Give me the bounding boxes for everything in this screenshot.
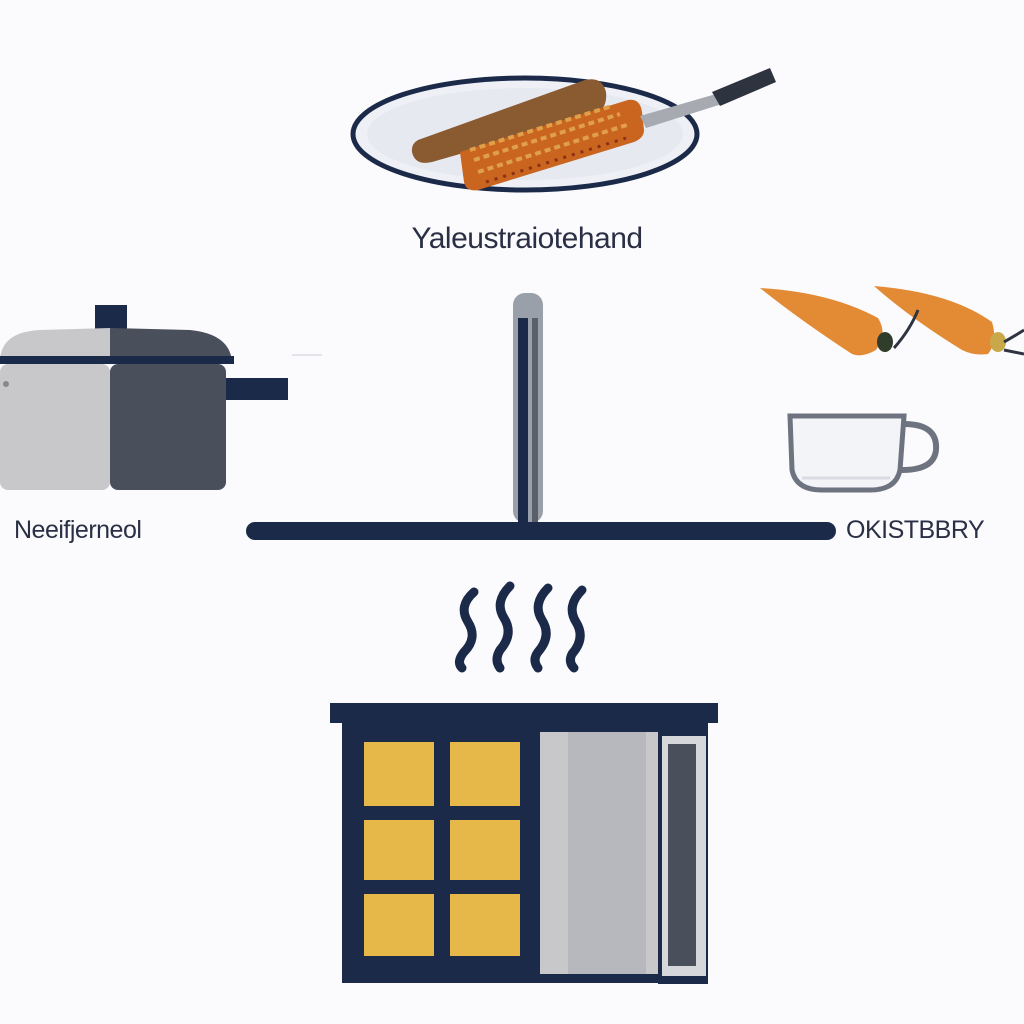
top-label: Yaleustraiotehand: [411, 222, 643, 255]
cooking-pot-icon: [0, 305, 288, 490]
cup-icon: [787, 413, 940, 493]
plate-with-food-and-knife-icon: [350, 68, 776, 193]
kitchen-cabinet-icon: [330, 703, 718, 984]
right-label: OKISTBBRY: [846, 516, 985, 544]
horizontal-bar: [246, 522, 836, 540]
carrots-icon: [760, 286, 1024, 356]
steam-icon: [454, 581, 587, 673]
left-label: Neeifjerneol: [14, 516, 142, 544]
vertical-pole-icon: [513, 293, 543, 523]
